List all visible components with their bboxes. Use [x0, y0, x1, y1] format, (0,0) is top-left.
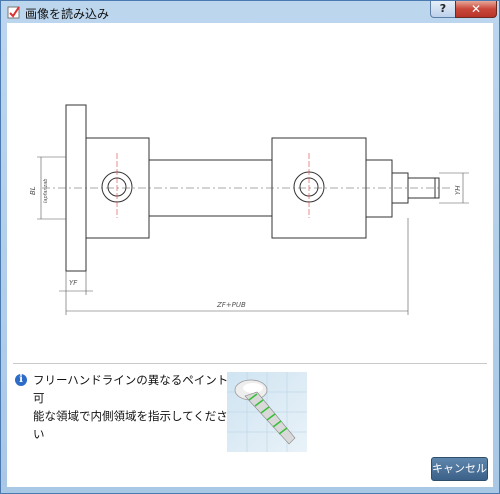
- dim-label-left: BL: [29, 186, 37, 195]
- window-title: 画像を読み込み: [25, 7, 110, 21]
- title-bar[interactable]: 画像を読み込み ? ✕: [1, 1, 499, 23]
- dim-label-right: YH: [454, 185, 462, 195]
- cancel-button[interactable]: キャンセル: [431, 457, 488, 481]
- info-message: フリーハンドラインの異なるペイント可 能な領域で内側領域を指示してください: [33, 371, 233, 443]
- dialog-client: BL lapfanzab YF ZF+PUB YH i フリーハンドラインの異な…: [7, 23, 493, 487]
- info-icon: i: [15, 374, 27, 386]
- dim-label-bottom-small: YF: [69, 279, 78, 287]
- close-button[interactable]: ✕: [455, 1, 497, 18]
- technical-drawing[interactable]: BL lapfanzab YF ZF+PUB YH: [7, 23, 493, 363]
- help-button[interactable]: ?: [430, 1, 456, 18]
- info-line-1: フリーハンドラインの異なるペイント可: [33, 373, 229, 405]
- screw-preview-image: [227, 372, 307, 452]
- dim-label-total: ZF+PUB: [216, 301, 246, 309]
- dim-label-left-sub: lapfanzab: [43, 179, 49, 203]
- divider: [13, 363, 487, 364]
- rod-collar: [365, 159, 393, 218]
- app-icon: [7, 6, 20, 19]
- info-line-2: 能な領域で内側領域を指示してください: [33, 409, 228, 441]
